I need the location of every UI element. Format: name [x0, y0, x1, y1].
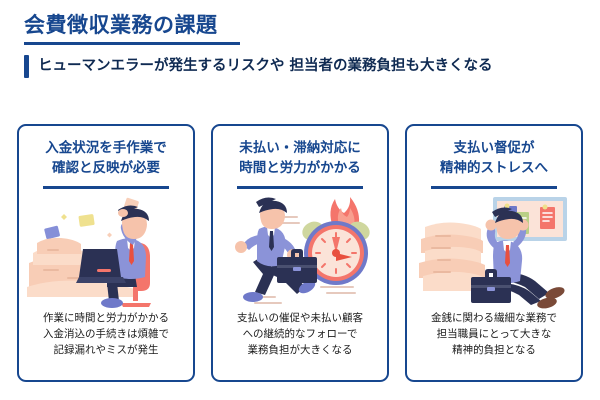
card-2-heading: 未払い・滞納対応に 時間と労力がかかる [239, 140, 361, 176]
card-2-caption: 支払いの催促や未払い顧客 への継続的なフォローで 業務負担が大きくなる [237, 312, 363, 356]
card-1-caption: 作業に時間と労力がかかる 入金消込の手続きは煩雑で 記録漏れやミスが発生 [43, 312, 169, 356]
subtitle-accent-bar [24, 55, 29, 78]
stressed-man-with-paper-pile-icon [419, 197, 567, 309]
issue-card-2: 未払い・滞納対応に 時間と労力がかかる [211, 124, 389, 382]
card-3-caption: 金銭に関わる繊細な業務で 担当職員にとって大きな 精神的負担となる [431, 312, 557, 356]
card-1-heading: 入金状況を手作業で 確認と反映が必要 [45, 140, 167, 176]
page-title: 会費徴収業務の課題 [24, 13, 218, 37]
man-at-laptop-with-paper-stacks-icon [27, 197, 151, 309]
card-3-divider [431, 186, 557, 190]
card-1-divider [43, 186, 169, 190]
card-2-divider [237, 186, 363, 190]
issue-card-3: 支払い督促が 精神的ストレスへ [405, 124, 583, 382]
card-3-heading: 支払い督促が 精神的ストレスへ [440, 140, 548, 176]
title-underline [24, 42, 240, 46]
page-header: 会費徴収業務の課題 ヒューマンエラーが発生するリスクや 担当者の業務負担も大きく… [24, 12, 576, 78]
subtitle-text: ヒューマンエラーが発生するリスクや 担当者の業務負担も大きくなる [38, 58, 493, 75]
issue-cards-row: 入金状況を手作業で 確認と反映が必要 [17, 124, 583, 382]
issue-card-1: 入金状況を手作業で 確認と反映が必要 [17, 124, 195, 382]
running-man-with-burning-clock-icon [235, 197, 370, 305]
subtitle-block: ヒューマンエラーが発生するリスクや 担当者の業務負担も大きくなる [24, 55, 576, 78]
